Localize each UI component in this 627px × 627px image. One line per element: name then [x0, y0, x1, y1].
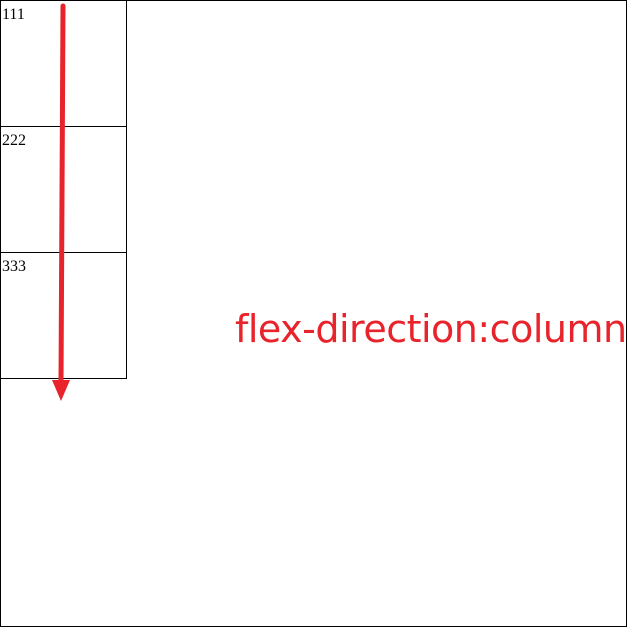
direction-caption: flex-direction:column — [235, 307, 627, 351]
flex-item-2: 222 — [0, 126, 127, 253]
flex-item-2-label: 222 — [2, 132, 26, 149]
flex-item-1: 111 — [0, 0, 127, 127]
flex-item-3-label: 333 — [2, 258, 26, 275]
flex-item-1-label: 111 — [2, 6, 25, 23]
flex-item-3: 333 — [0, 252, 127, 379]
